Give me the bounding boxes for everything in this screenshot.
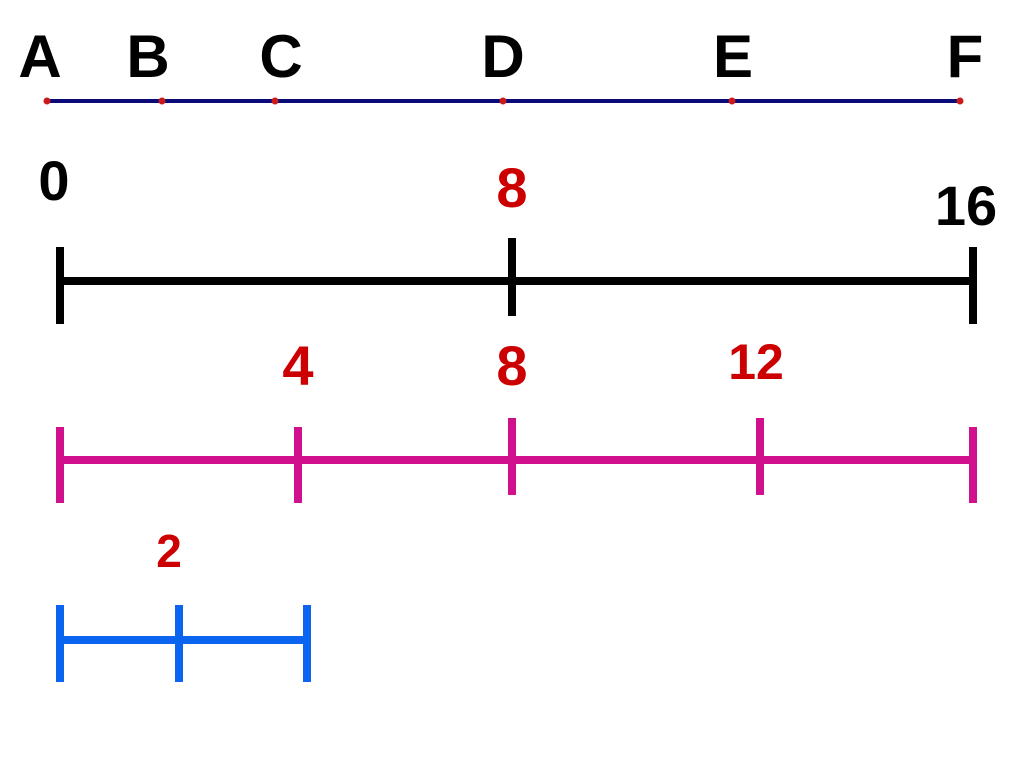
magenta-label-12: 12 [728,334,784,390]
point-b [158,97,166,105]
black-label-0: 0 [38,149,69,212]
magenta-label-8: 8 [496,334,527,397]
blue-label-2: 2 [156,525,182,577]
segment-af: A B C D E F [18,23,983,105]
magenta-label-4: 4 [282,334,313,397]
point-e [728,97,736,105]
point-b-label: B [126,23,169,90]
point-c [271,97,279,105]
point-e-label: E [713,23,753,90]
number-line-blue: 2 [56,525,311,682]
number-line-black: 0 8 16 [38,149,997,324]
point-c-label: C [259,23,302,90]
point-a [43,97,51,105]
black-label-16: 16 [935,174,997,237]
black-label-8: 8 [496,156,527,219]
point-f-label: F [947,23,984,90]
point-a-label: A [18,23,61,90]
point-d [499,97,507,105]
number-line-magenta: 4 8 12 [56,334,977,503]
point-f [956,97,964,105]
point-d-label: D [481,23,524,90]
